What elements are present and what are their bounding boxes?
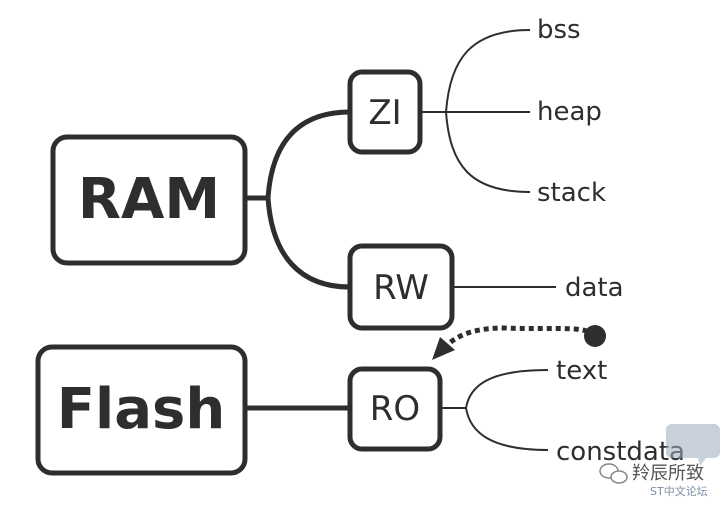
rw-node-box (347, 243, 455, 331)
leaf-text: text (556, 356, 607, 386)
rw-node-label: RW (373, 268, 429, 308)
ro-node-box (347, 366, 443, 452)
watermark: 羚辰所致 ST中文论坛 (599, 424, 720, 498)
connector-zi-leaves (420, 29, 531, 193)
dotted-arrow-dot (584, 325, 606, 347)
flash-node-label: Flash (57, 377, 225, 442)
connector-ram-rw (265, 195, 353, 290)
leaf-constdata: constdata (556, 437, 685, 467)
leaf-bss: bss (537, 15, 581, 45)
watermark-subtitle: ST中文论坛 (650, 484, 708, 498)
connector-ram-zi (242, 109, 353, 201)
dotted-arrow-head (432, 337, 455, 360)
leaf-heap: heap (537, 97, 602, 127)
leaf-data: data (565, 273, 624, 303)
zi-node-label: ZI (368, 93, 401, 133)
connector-ro-leaves (440, 369, 549, 451)
leaf-stack: stack (537, 178, 606, 208)
ram-node-box (50, 134, 248, 266)
zi-node-box (347, 69, 423, 155)
chat-bubble-icon (666, 424, 720, 466)
wechat-icon (599, 463, 628, 484)
dotted-arrow-path (445, 325, 597, 347)
watermark-title: 羚辰所致 (632, 463, 704, 484)
ram-node-label: RAM (78, 167, 220, 232)
ro-node-label: RO (370, 389, 420, 429)
flash-node-box (35, 344, 248, 476)
